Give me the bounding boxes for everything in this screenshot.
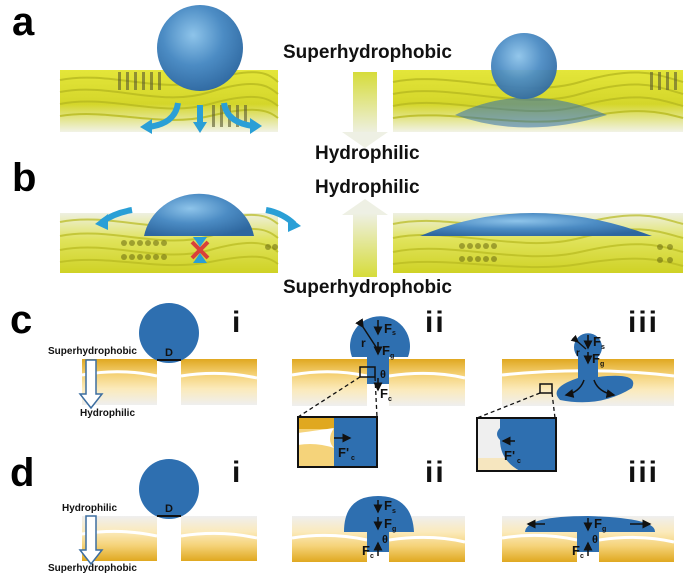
- blocked-x-icon: [190, 240, 210, 260]
- droplet-b-right: [420, 213, 652, 236]
- flow-arrowheads-b-left: [95, 214, 301, 263]
- zoom-box-c-ii: [359, 366, 376, 378]
- panels-ab-illustration: [59, 5, 684, 277]
- numeral-d-iii: iii: [628, 456, 660, 489]
- label-b-hydrophilic: Hydrophilic: [315, 177, 420, 198]
- force-fg-c-iii: F: [592, 351, 600, 366]
- panel-letter-b: b: [12, 156, 37, 200]
- arrow-up-b: [342, 199, 388, 277]
- force-fg-c-ii: F: [382, 343, 390, 358]
- droplet-c-i: [139, 303, 199, 363]
- force-fg-sub-c-ii: g: [390, 353, 394, 360]
- label-a-superhydrophobic: Superhydrophobic: [283, 42, 452, 63]
- droplet-d-i: [139, 459, 199, 519]
- droplet-d-iii: [525, 516, 656, 552]
- label-d-superhydrophobic: Superhydrophobic: [48, 563, 137, 574]
- force-fg-d-iii: F: [594, 516, 602, 531]
- panel-letter-a: a: [12, 0, 35, 44]
- flow-arrows-a-left: [147, 102, 254, 130]
- force-fs-sub-d-ii: s: [392, 508, 396, 515]
- radius-r-c-ii: r: [361, 336, 366, 350]
- numeral-d-ii: ii: [425, 456, 446, 489]
- inset-c-ii: F' c: [297, 416, 378, 468]
- label-c-superhydrophobic: Superhydrophobic: [48, 346, 137, 357]
- label-c-hydrophilic: Hydrophilic: [80, 408, 136, 419]
- panel-letter-d: d: [10, 451, 35, 495]
- layer-c-ii: [291, 359, 466, 406]
- force-fc-d-ii: F: [362, 543, 370, 558]
- flow-arrowheads-a-left: [140, 118, 262, 134]
- force-fs-sub-c-iii: s: [601, 344, 605, 351]
- radius-r-c-iii: r: [576, 348, 580, 359]
- force-fc-d-iii: F: [572, 543, 580, 558]
- panel-letter-c: c: [10, 298, 33, 342]
- numeral-c-i: i: [232, 306, 243, 339]
- label-d-hydrophilic: Hydrophilic: [62, 503, 118, 514]
- force-fc-prime-sub-c-iii: c: [517, 458, 521, 465]
- force-fs-d-ii: F: [384, 498, 392, 513]
- force-fc-sub-d-ii: c: [370, 553, 374, 560]
- label-d-size-d: D: [165, 503, 173, 515]
- zoom-box-c-iii: [539, 383, 553, 394]
- force-fc-prime-c-iii: F': [504, 448, 515, 463]
- force-fg-sub-c-iii: g: [600, 361, 604, 368]
- layer-d-i: [81, 516, 258, 561]
- force-fc-sub-c-ii: c: [388, 396, 392, 403]
- numeral-c-iii: iii: [628, 306, 660, 339]
- label-b-superhydrophobic: Superhydrophobic: [283, 277, 452, 298]
- absorbed-water-a-right: [455, 97, 607, 128]
- panels-cd-illustration: D F s F g r θ F c F' c F s F: [78, 303, 675, 566]
- theta-c-ii: θ: [380, 369, 386, 381]
- inset-c-iii: F' c: [476, 417, 557, 472]
- force-fg-sub-d-iii: g: [602, 526, 606, 533]
- force-fg-d-ii: F: [384, 516, 392, 531]
- gradient-arrow-d: [78, 515, 104, 566]
- theta-d-iii: θ: [592, 534, 598, 546]
- force-fc-prime-c-ii: F': [338, 445, 349, 460]
- force-fc-sub-d-iii: c: [580, 553, 584, 560]
- label-a-hydrophilic: Hydrophilic: [315, 143, 420, 164]
- force-fs-c-ii: F: [384, 321, 392, 336]
- force-fs-c-iii: F: [593, 334, 601, 349]
- force-fg-sub-d-ii: g: [392, 526, 396, 533]
- force-fs-sub-c-ii: s: [392, 330, 396, 337]
- droplet-c-iii: [556, 333, 634, 403]
- numeral-d-i: i: [232, 456, 243, 489]
- label-d-size: D: [165, 347, 173, 359]
- theta-d-ii: θ: [382, 534, 388, 546]
- droplet-a-right: [491, 33, 557, 99]
- gradient-arrow-c: [78, 359, 104, 410]
- force-fc-c-ii: F: [380, 386, 388, 401]
- droplet-b-left: [144, 193, 254, 236]
- numeral-c-ii: ii: [425, 306, 446, 339]
- droplet-a-left: [157, 5, 243, 91]
- arrow-down-a: [342, 72, 388, 148]
- force-fc-prime-sub-c-ii: c: [351, 455, 355, 462]
- layer-c-i: [81, 359, 258, 405]
